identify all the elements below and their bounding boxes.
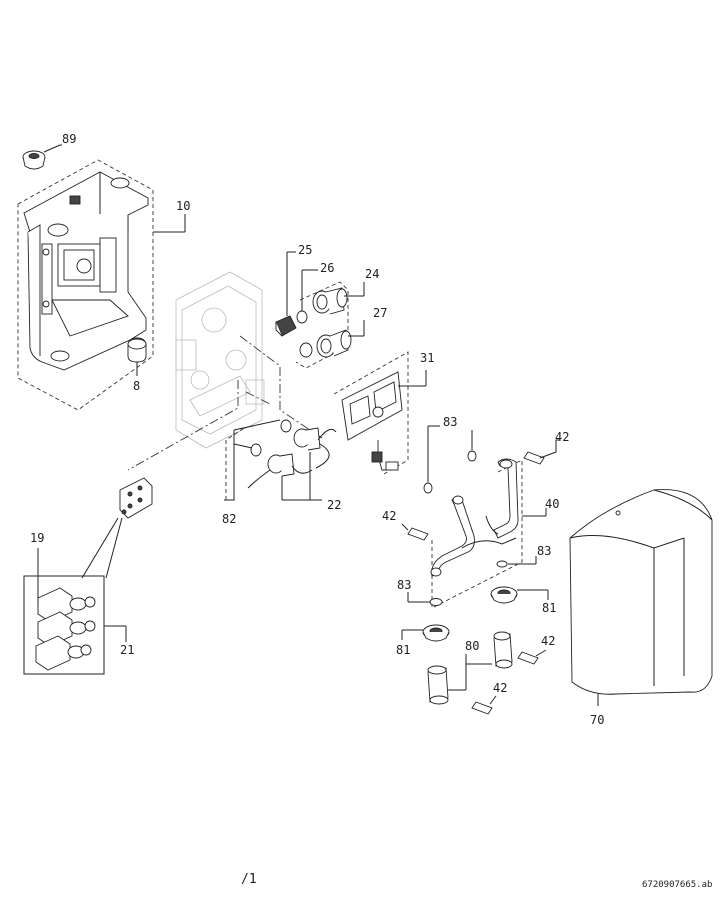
part-24-27-valve-group (295, 281, 365, 369)
inset-terminal-detail (23, 548, 127, 675)
label-8: 8 (133, 379, 140, 393)
assembly-axis-lines (127, 335, 323, 471)
part-89-cap (22, 144, 62, 170)
hydraulic-block-ghost (175, 271, 265, 449)
group-dash-82 (225, 427, 245, 500)
label-42-mid: 42 (541, 634, 555, 648)
label-42-bottom: 42 (493, 681, 507, 695)
part-81-fitting-right (490, 586, 549, 604)
terminal-strip-small (119, 477, 153, 519)
part-70-cover (569, 489, 713, 706)
label-81-left: 81 (396, 643, 410, 657)
part-42-clip-bottom (471, 695, 497, 715)
label-27: 27 (373, 306, 387, 320)
part-81-fitting-left (401, 624, 450, 642)
label-31: 31 (420, 351, 434, 365)
inset-leader-left (81, 517, 119, 579)
label-82: 82 (222, 512, 236, 526)
part-8-plug (127, 337, 147, 376)
label-21: 21 (120, 643, 134, 657)
part-82-22-sensors (224, 419, 337, 501)
label-24: 24 (365, 267, 379, 281)
part-25-cartridge (275, 251, 297, 337)
label-89: 89 (62, 132, 76, 146)
label-42-left: 42 (382, 509, 396, 523)
part-10-housing (17, 159, 186, 411)
part-83-seal-right (496, 556, 537, 568)
part-42-clip-top (523, 439, 560, 465)
label-25: 25 (298, 243, 312, 257)
part-83-seal-upper (423, 425, 477, 494)
page-number: /1 (241, 872, 257, 887)
part-83-seal-left (407, 592, 443, 606)
label-19: 19 (30, 531, 44, 545)
label-83-left: 83 (397, 578, 411, 592)
label-42-top: 42 (555, 430, 569, 444)
part-26-oring (296, 269, 318, 324)
label-80: 80 (465, 639, 479, 653)
label-40: 40 (545, 497, 559, 511)
part-31-pcb (333, 351, 427, 475)
label-83-right: 83 (537, 544, 551, 558)
part-42-clip-mid (517, 649, 547, 665)
label-70: 70 (590, 713, 604, 727)
label-26: 26 (320, 261, 334, 275)
part-80-connectors (427, 631, 513, 705)
label-81-right: 81 (542, 601, 556, 615)
part-42-clip-left (401, 523, 429, 541)
part-40-pipes (430, 458, 547, 609)
inset-leader-right (105, 517, 123, 579)
label-22: 22 (327, 498, 341, 512)
label-10: 10 (176, 199, 190, 213)
drawing-id: 6720907665.ab (642, 880, 713, 890)
label-83-upper: 83 (443, 415, 457, 429)
